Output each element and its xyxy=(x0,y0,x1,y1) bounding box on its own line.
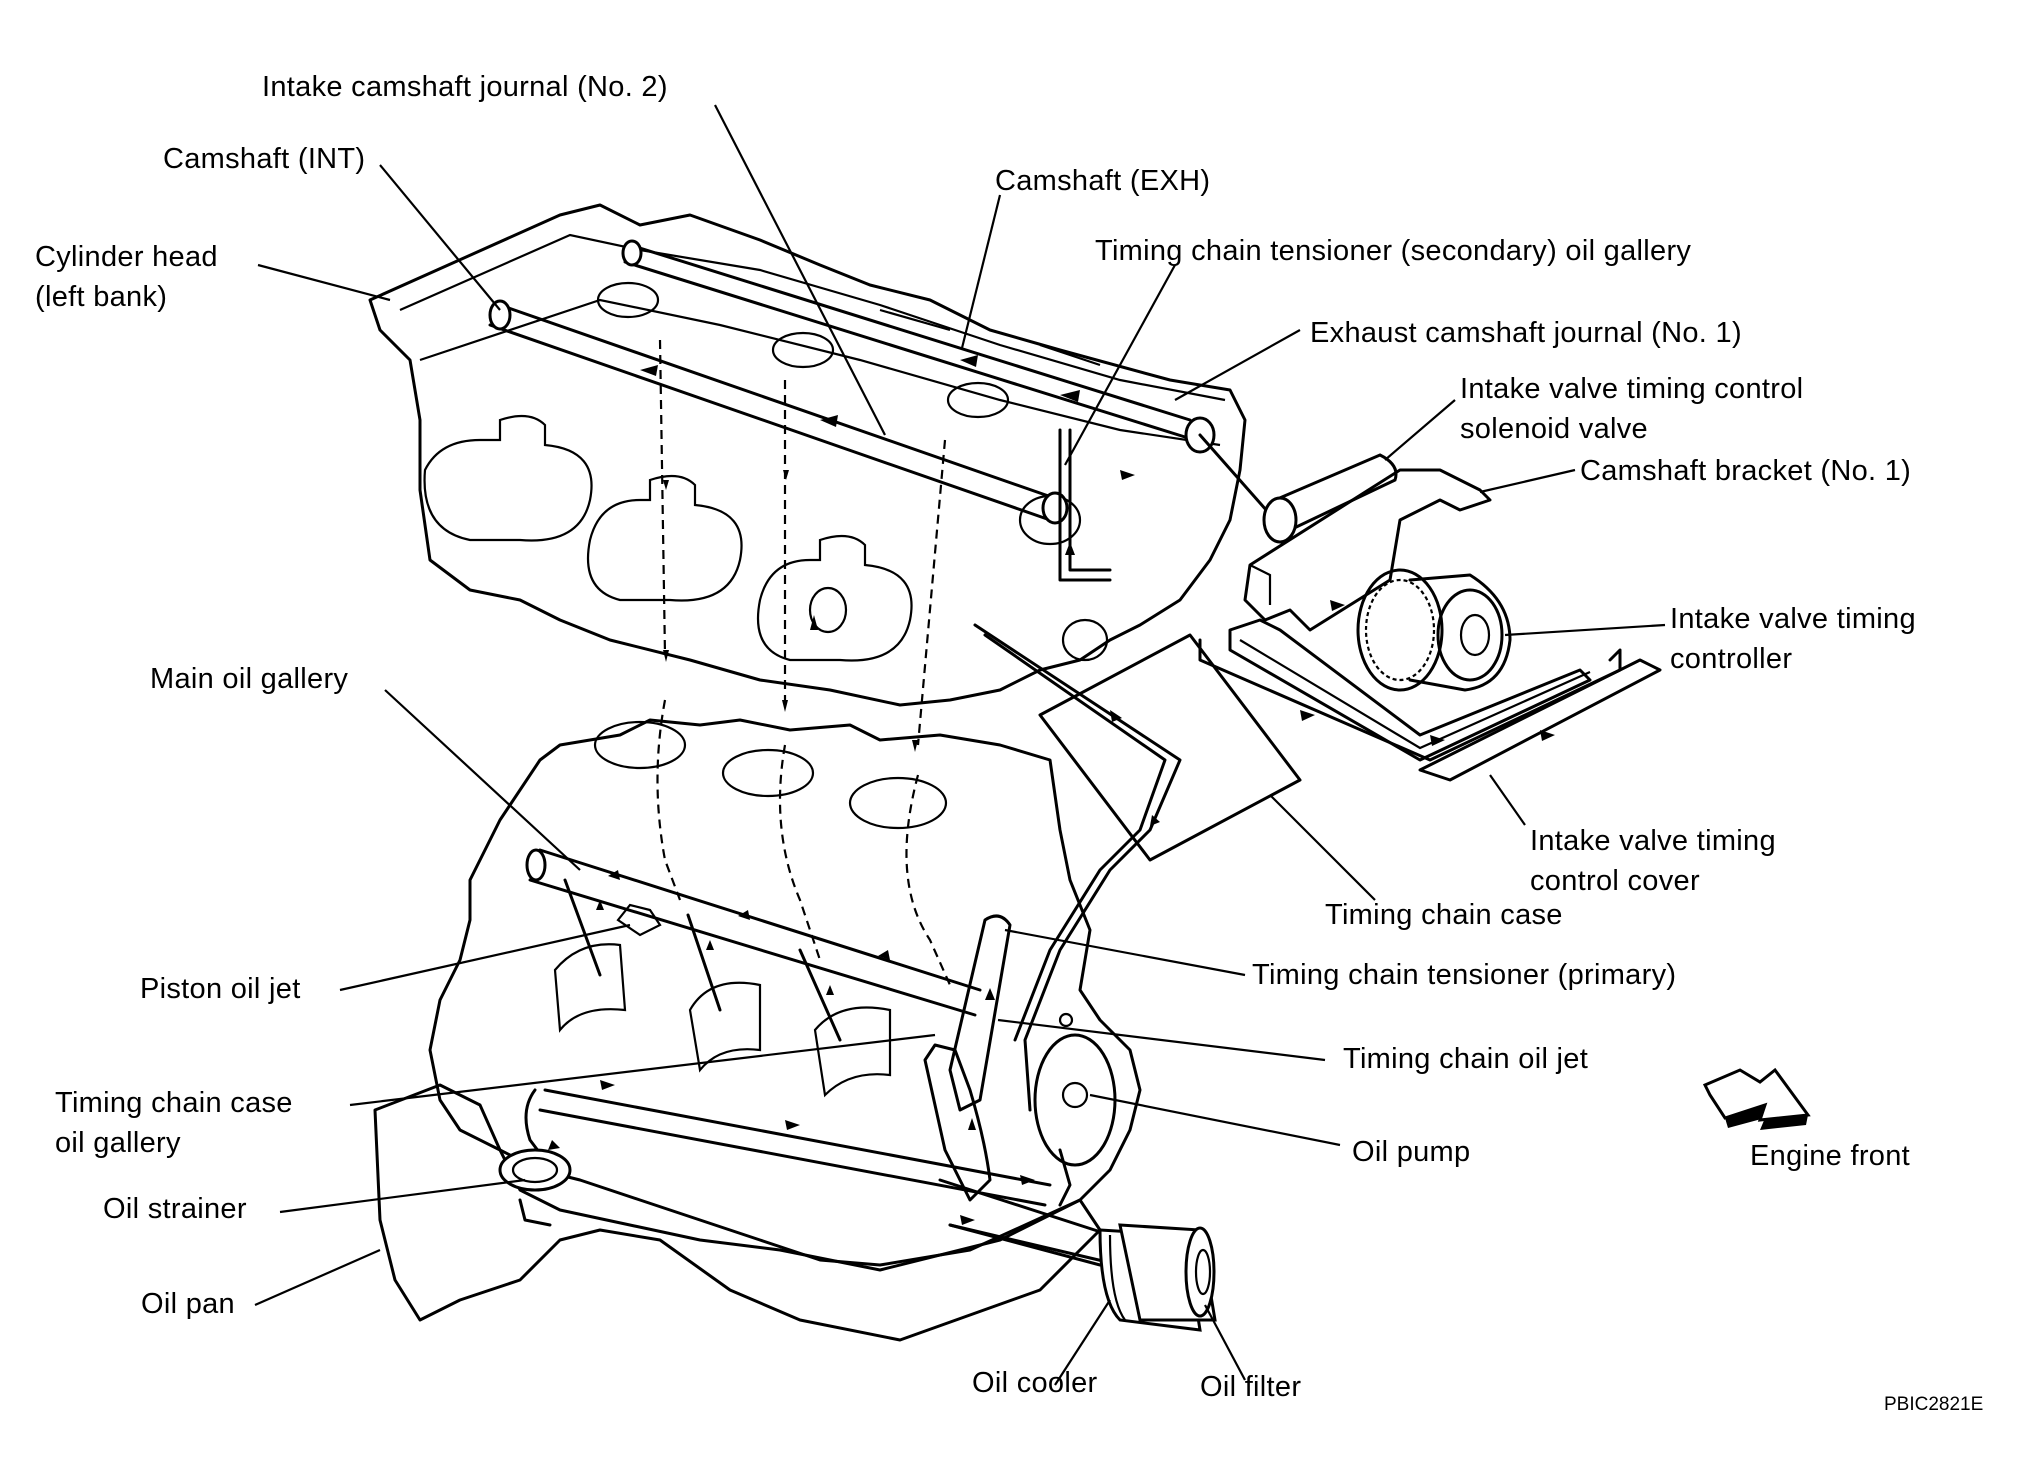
label-oil-cooler: Oil cooler xyxy=(972,1367,1098,1399)
label-cylinder-head: Cylinder head xyxy=(35,241,218,273)
label-camshaft-bracket-no1: Camshaft bracket (No. 1) xyxy=(1580,455,1912,487)
label-oil-filter: Oil filter xyxy=(1200,1371,1302,1403)
figure-code: PBIC2821E xyxy=(1884,1394,1984,1415)
label-tcc-oil-gallery: Timing chain case xyxy=(55,1087,293,1119)
label-exhaust-camshaft-journal-no1: Exhaust camshaft journal (No. 1) xyxy=(1310,317,1742,349)
label-engine-front: Engine front xyxy=(1750,1140,1910,1172)
timing-chain-case xyxy=(1038,618,1662,862)
oil-galleries xyxy=(658,339,1182,1112)
label-intake-camshaft-journal-no2: Intake camshaft journal (No. 2) xyxy=(262,71,668,103)
label-ivtc-solenoid-valve-2: solenoid valve xyxy=(1460,413,1648,445)
front-components xyxy=(923,914,1117,1207)
label-cylinder-head-left-bank: (left bank) xyxy=(35,281,168,313)
label-ivt-controller-2: controller xyxy=(1670,643,1793,675)
leader-lines xyxy=(254,104,1666,1386)
oil-cooler-filter xyxy=(1098,1223,1217,1332)
label-oil-pump: Oil pump xyxy=(1352,1136,1471,1168)
flow-arrows xyxy=(548,355,1555,1225)
label-tcc-oil-gallery-2: oil gallery xyxy=(55,1127,181,1159)
label-ivtc-solenoid-valve: Intake valve timing control xyxy=(1460,373,1804,405)
label-oil-strainer: Oil strainer xyxy=(103,1193,247,1225)
label-tct-secondary-oil-gallery: Timing chain tensioner (secondary) oil g… xyxy=(1095,235,1692,267)
label-timing-chain-case: Timing chain case xyxy=(1325,899,1563,931)
camshafts xyxy=(488,239,1216,525)
label-main-oil-gallery: Main oil gallery xyxy=(150,663,349,695)
label-camshaft-exh: Camshaft (EXH) xyxy=(995,165,1211,197)
label-ivt-controller: Intake valve timing xyxy=(1670,603,1916,635)
label-piston-oil-jet: Piston oil jet xyxy=(140,973,301,1005)
oil-pan xyxy=(373,1083,1122,1342)
cylinder-head xyxy=(368,203,1247,707)
label-timing-chain-oil-jet: Timing chain oil jet xyxy=(1343,1043,1589,1075)
label-oil-pan: Oil pan xyxy=(141,1288,235,1320)
label-ivtc-cover: Intake valve timing xyxy=(1530,825,1776,857)
label-ivtc-cover-2: control cover xyxy=(1530,865,1700,897)
solenoid-valve xyxy=(1198,433,1398,544)
valve-timing-controller xyxy=(1356,568,1512,692)
label-camshaft-int: Camshaft (INT) xyxy=(163,143,366,175)
label-tct-primary: Timing chain tensioner (primary) xyxy=(1252,959,1677,991)
cylinder-block xyxy=(428,699,1142,1267)
engine-front-arrow-icon xyxy=(1702,1067,1811,1130)
